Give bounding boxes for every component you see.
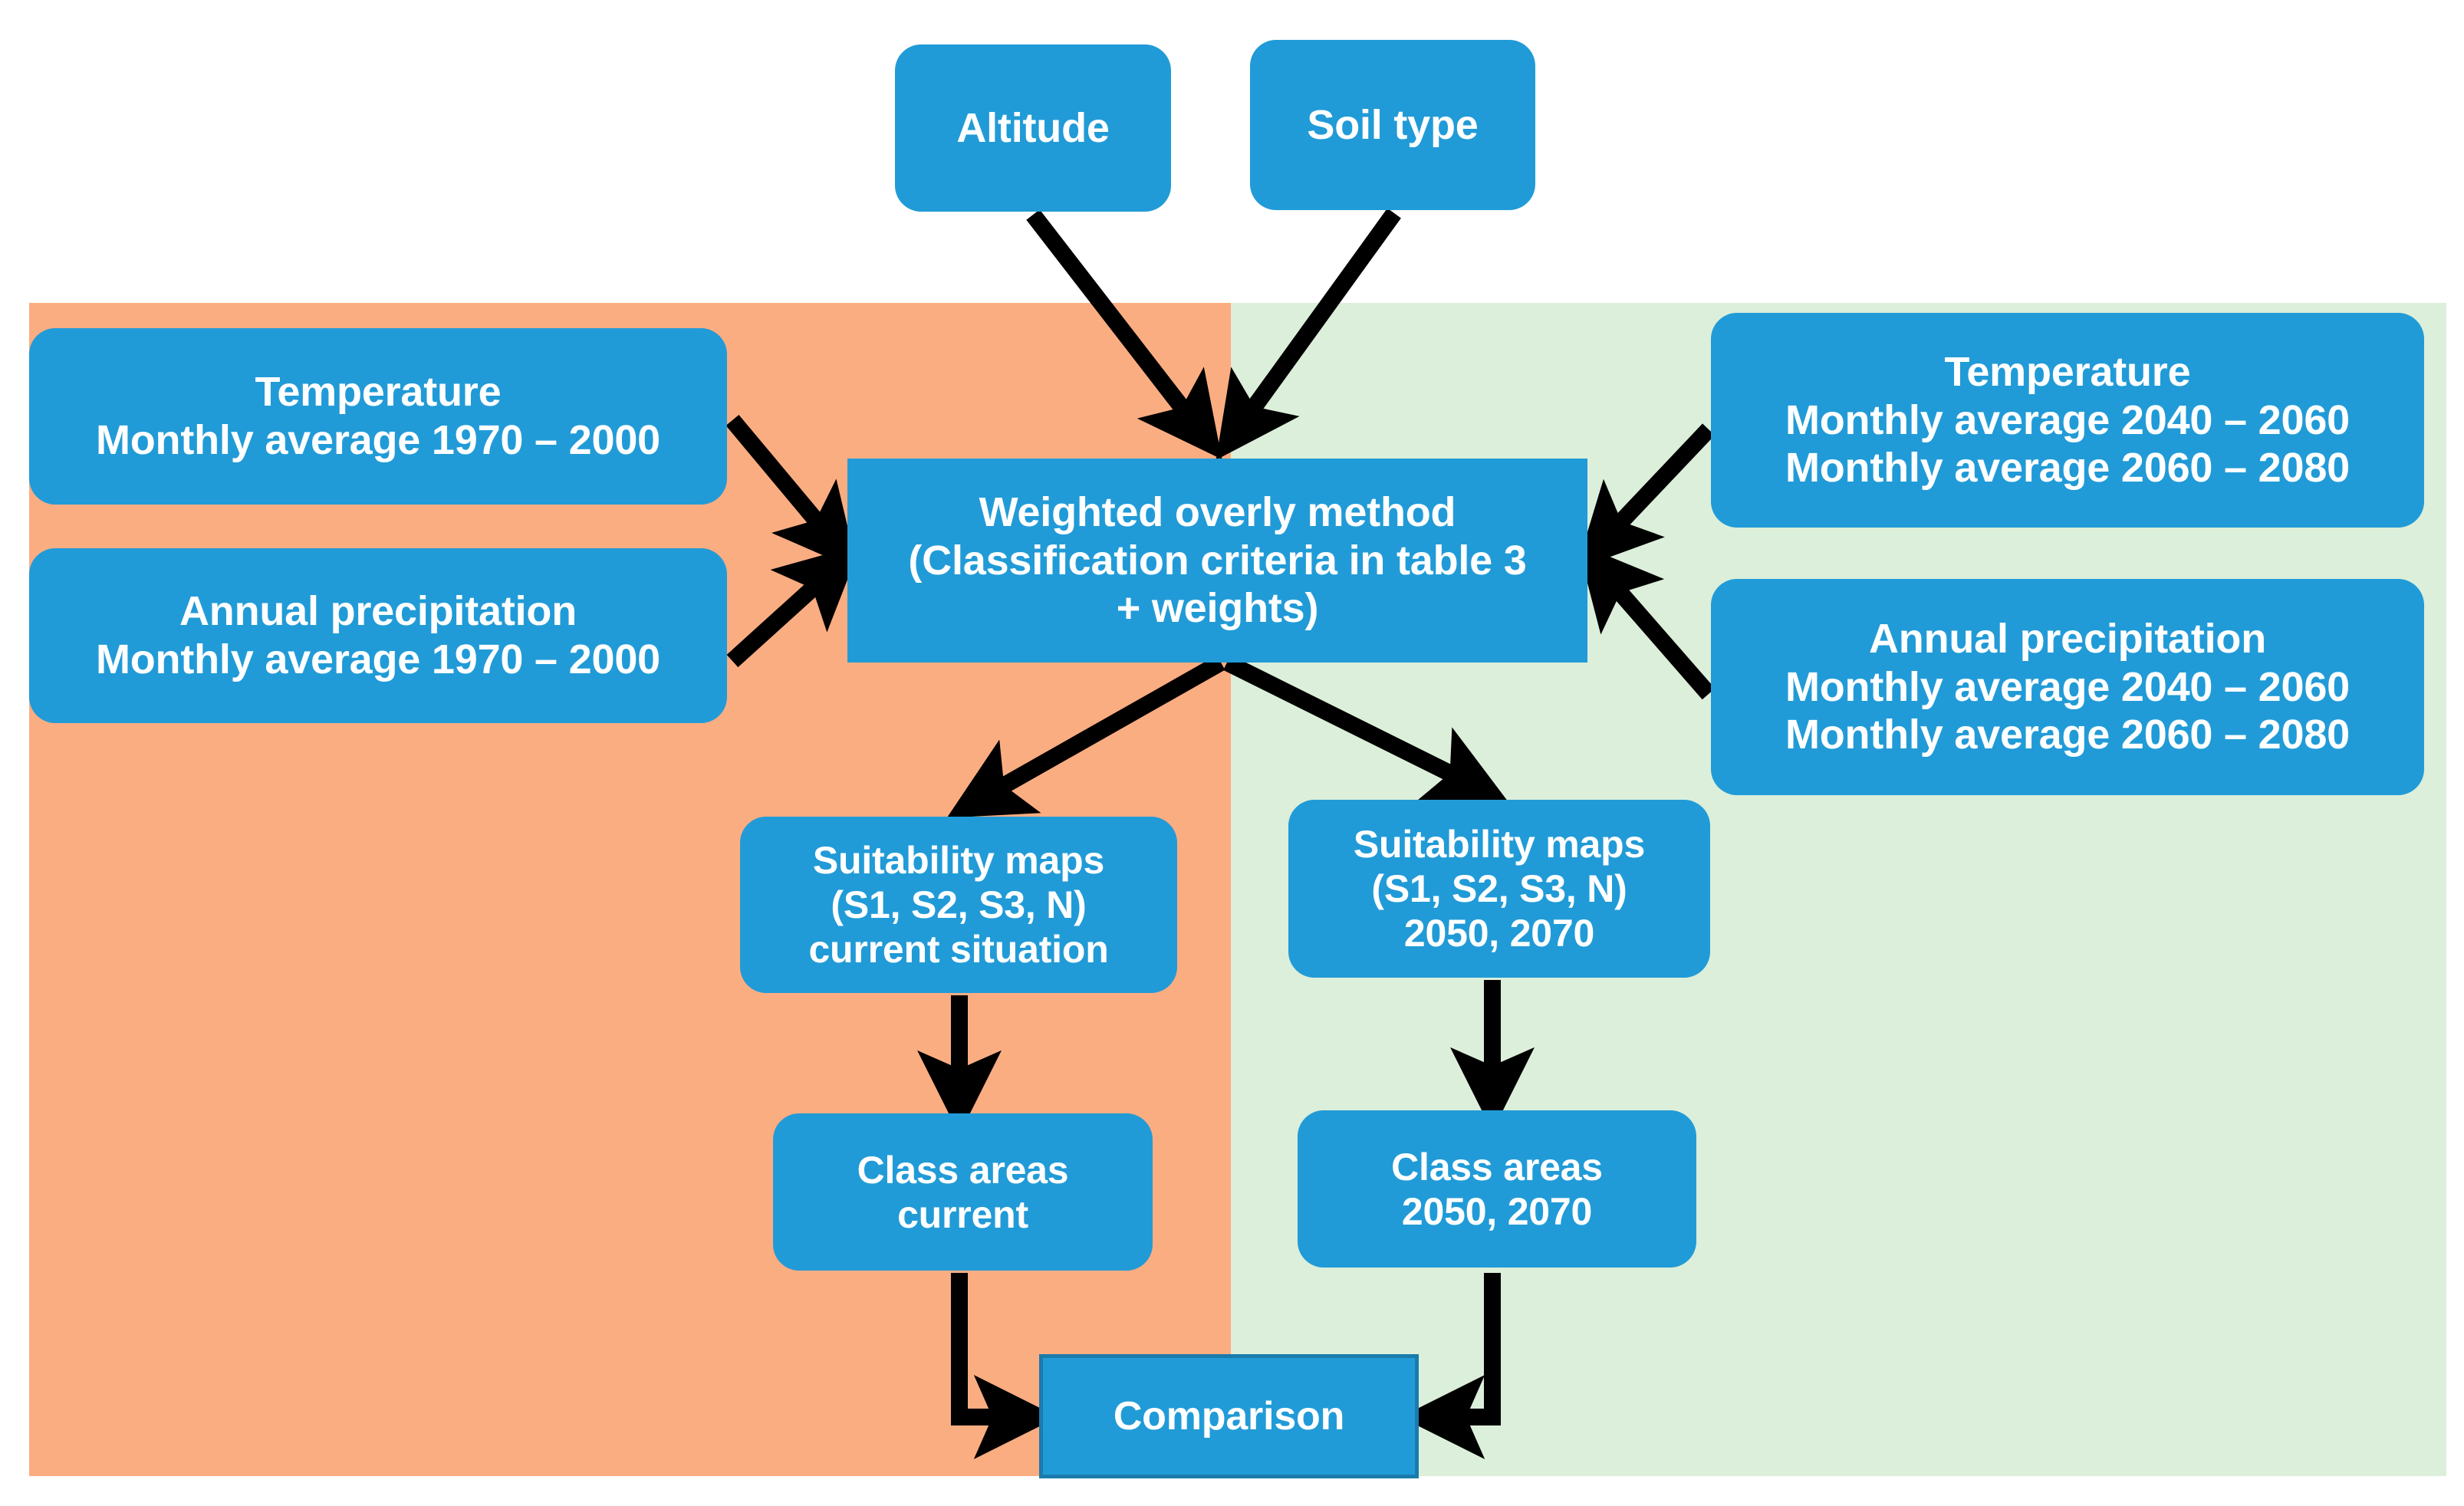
node-comparison[interactable]: Comparison: [1039, 1354, 1419, 1478]
line-2: (Classification criteria in table 3: [908, 537, 1527, 584]
line-2: (S1, S2, S3, N): [831, 883, 1087, 926]
line-3: current situation: [808, 928, 1109, 971]
line-1: Suitability maps: [812, 839, 1105, 882]
node-suitability-maps-current-label: Suitability maps (S1, S2, S3, N) current…: [748, 838, 1169, 972]
line-3: Monthly average 2060 – 2080: [1785, 712, 2351, 758]
node-soil-type-label: Soil type: [1307, 101, 1479, 148]
node-suitability-maps-current[interactable]: Suitability maps (S1, S2, S3, N) current…: [740, 817, 1177, 993]
line-1: Class areas: [857, 1148, 1069, 1192]
line-2: Monthly average 1970 – 2000: [95, 417, 661, 463]
node-weighted-overlay-method[interactable]: Weighted overly method (Classification c…: [847, 459, 1587, 663]
node-precipitation-future-label: Annual precipitation Monthly average 204…: [1719, 615, 2416, 759]
line-2: Monthly average 2040 – 2060: [1785, 396, 2351, 443]
node-temperature-future[interactable]: Temperature Monthly average 2040 – 2060 …: [1711, 313, 2424, 528]
node-altitude[interactable]: Altitude: [895, 44, 1171, 212]
node-temperature-future-label: Temperature Monthly average 2040 – 2060 …: [1719, 348, 2416, 492]
line-1: Temperature: [1944, 349, 2191, 396]
node-altitude-label: Altitude: [956, 104, 1110, 151]
node-class-areas-future[interactable]: Class areas 2050, 2070: [1298, 1110, 1696, 1268]
node-precipitation-current[interactable]: Annual precipitation Monthly average 197…: [29, 548, 727, 723]
line-3: + weights): [1116, 585, 1319, 632]
line-2: Monthly average 1970 – 2000: [95, 636, 661, 682]
line-3: Monthly average 2060 – 2080: [1785, 445, 2351, 492]
node-weighted-overlay-method-label: Weighted overly method (Classification c…: [855, 488, 1580, 633]
node-suitability-maps-future-label: Suitability maps (S1, S2, S3, N) 2050, 2…: [1296, 822, 1702, 955]
node-class-areas-current-label: Class areas current: [781, 1148, 1145, 1237]
line-1: Suitability maps: [1353, 823, 1646, 866]
line-2: current: [897, 1192, 1028, 1236]
node-suitability-maps-future[interactable]: Suitability maps (S1, S2, S3, N) 2050, 2…: [1288, 800, 1710, 978]
node-temperature-current[interactable]: Temperature Monthly average 1970 – 2000: [29, 328, 727, 505]
line-1: Annual precipitation: [1868, 616, 2267, 663]
node-temperature-current-label: Temperature Monthly average 1970 – 2000: [37, 368, 719, 464]
line-1: Weighted overly method: [979, 489, 1456, 536]
node-class-areas-current[interactable]: Class areas current: [773, 1113, 1153, 1271]
line-2: (S1, S2, S3, N): [1371, 867, 1627, 910]
node-soil-type[interactable]: Soil type: [1250, 40, 1535, 210]
line-1: Class areas: [1391, 1145, 1603, 1189]
node-precipitation-current-label: Annual precipitation Monthly average 197…: [37, 587, 719, 683]
line-2: Monthly average 2040 – 2060: [1785, 663, 2351, 710]
node-precipitation-future[interactable]: Annual precipitation Monthly average 204…: [1711, 579, 2424, 795]
line-2: 2050, 2070: [1401, 1189, 1593, 1233]
node-class-areas-future-label: Class areas 2050, 2070: [1305, 1145, 1689, 1234]
line-1: Temperature: [255, 369, 502, 416]
line-1: Annual precipitation: [179, 588, 577, 635]
line-3: 2050, 2070: [1403, 912, 1595, 955]
node-comparison-label: Comparison: [1113, 1393, 1345, 1439]
